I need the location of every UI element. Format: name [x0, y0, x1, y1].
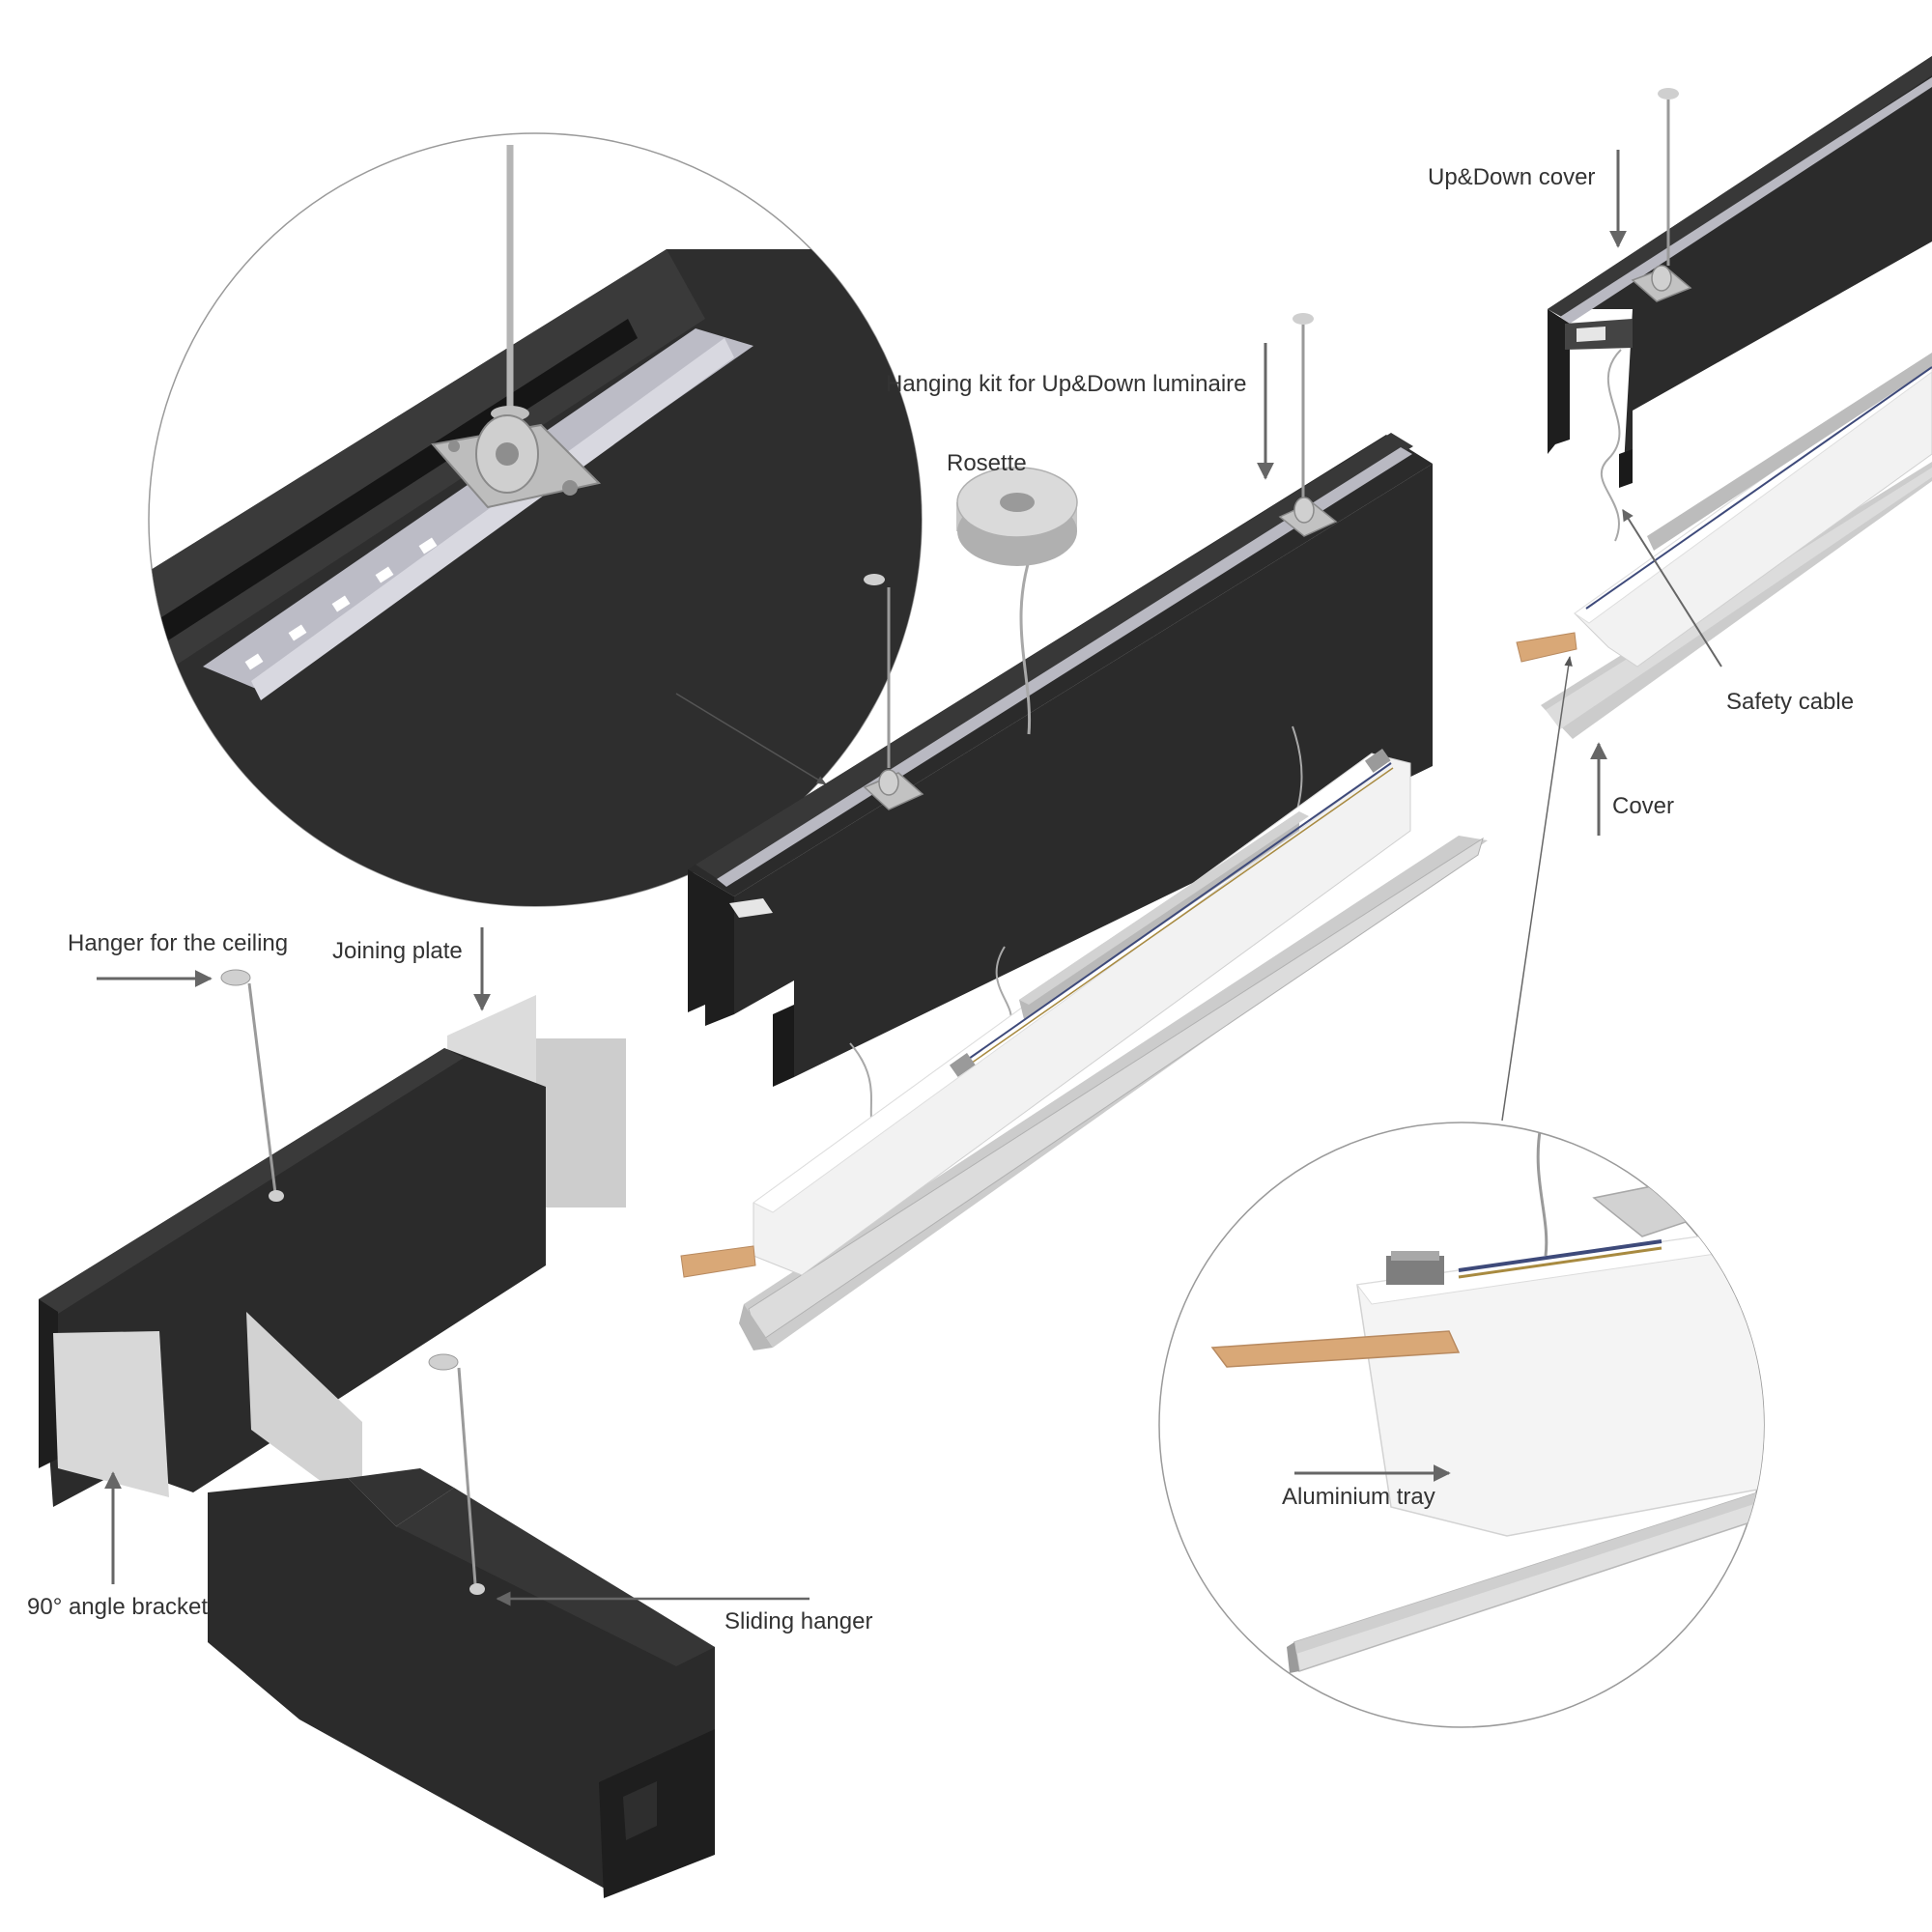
main-hanger-left	[863, 574, 924, 810]
rosette	[956, 467, 1078, 735]
main-hanger-right	[1278, 313, 1338, 537]
label-updown-cover: Up&Down cover	[1428, 164, 1596, 190]
detail-circle-tray	[1158, 1122, 1765, 1728]
label-sliding-hanger: Sliding hanger	[724, 1608, 873, 1634]
label-safety-cable: Safety cable	[1726, 689, 1855, 715]
callout-arrows	[97, 150, 1722, 1606]
detail-leader-line	[675, 693, 827, 785]
right-tray-assembly	[1516, 349, 1932, 739]
right-luminaire-profile	[1548, 56, 1932, 488]
label-angle-bracket: 90° angle bracket	[27, 1594, 209, 1620]
ceiling-hanger	[220, 969, 284, 1202]
left-profile-segment	[39, 1048, 546, 1512]
label-hanger-ceiling: Hanger for the ceiling	[68, 930, 289, 956]
sliding-hanger	[428, 1353, 485, 1595]
right-hanger	[1631, 88, 1692, 302]
label-joining-plate: Joining plate	[332, 938, 463, 964]
label-hanging-kit: Hanging kit for Up&Down luminaire	[886, 371, 1247, 397]
label-aluminium-tray: Aluminium tray	[1282, 1484, 1435, 1510]
label-rosette: Rosette	[947, 450, 1027, 476]
label-cover: Cover	[1612, 793, 1675, 819]
lower-profile-segment	[208, 1468, 715, 1898]
main-tray-assembly	[680, 725, 1488, 1350]
